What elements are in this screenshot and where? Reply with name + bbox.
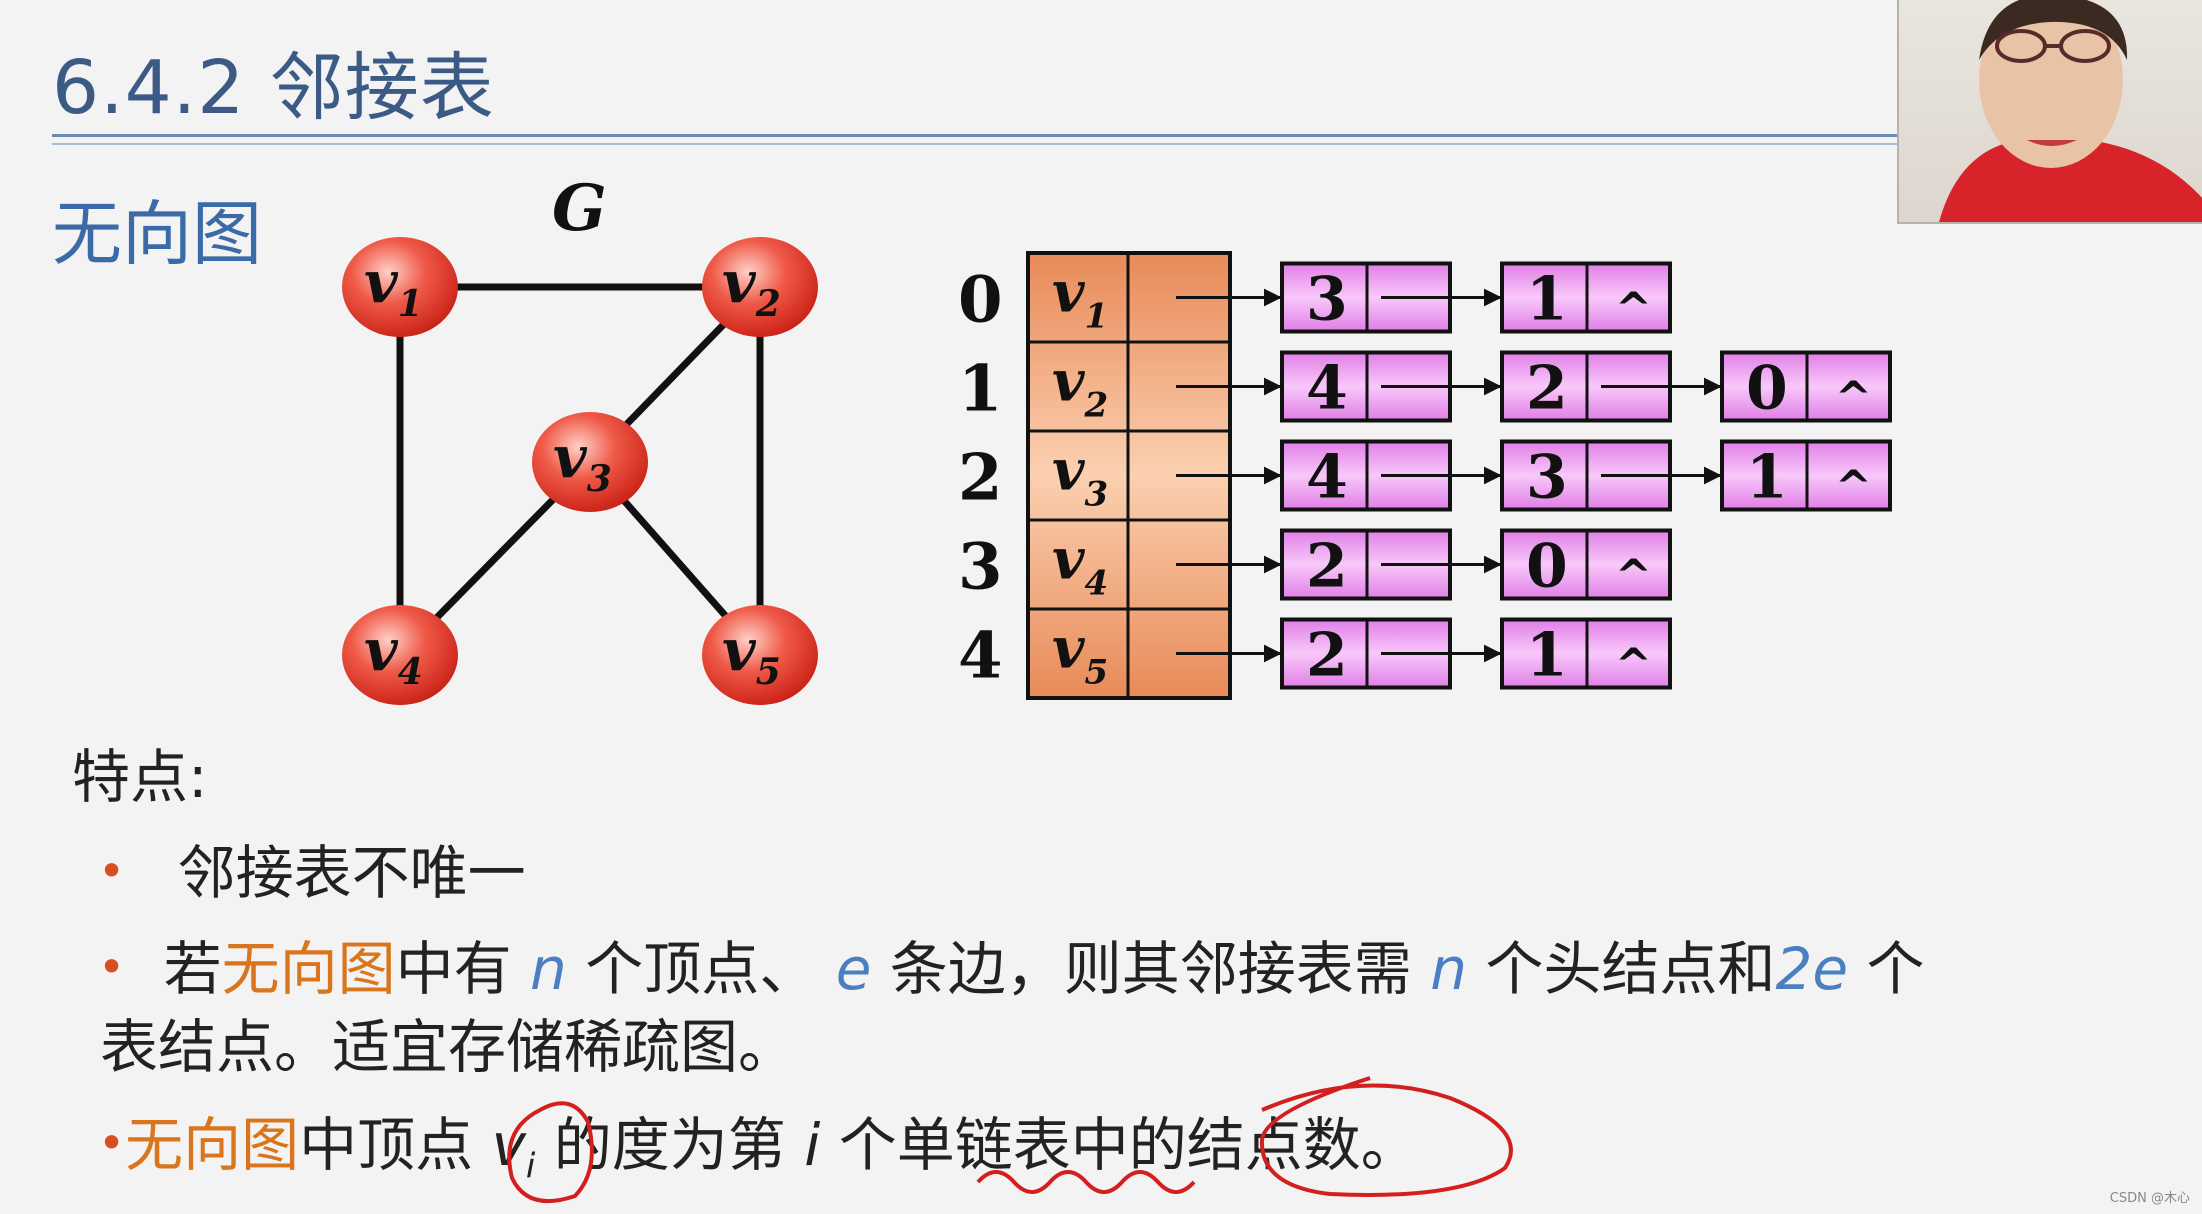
list-node-value: 0	[1526, 532, 1568, 602]
svg-text:v4: v4	[364, 616, 423, 693]
presenter-webcam	[1897, 0, 2202, 224]
feature-item-2-2e: 2e	[1775, 935, 1849, 1003]
list-node-value: 4	[1306, 354, 1348, 424]
list-node-value: 4	[1306, 443, 1348, 513]
title-divider	[52, 134, 1897, 137]
list-node-value: 2	[1306, 621, 1348, 691]
vertex-v4: v4	[342, 605, 458, 705]
feature-item-3-part2: 中顶点	[299, 1111, 492, 1179]
row-index-label: 1	[958, 352, 1003, 427]
svg-text:v3: v3	[553, 423, 612, 500]
list-node-value: 3	[1526, 443, 1568, 513]
list-node-value: 1	[1526, 265, 1568, 335]
graph-label: G	[552, 171, 607, 246]
row-index-label: 2	[958, 441, 1003, 516]
null-pointer-symbol: ^	[1615, 284, 1652, 335]
null-pointer-symbol: ^	[1835, 373, 1872, 424]
annotation-circle-vi	[507, 1101, 594, 1204]
feature-item-2-highlight: 无向图	[221, 935, 396, 1003]
head-node-vertex: v4	[1052, 527, 1108, 604]
list-node-value: 2	[1526, 354, 1568, 424]
feature-item-2-line2: 表结点。适宜存储稀疏图。	[100, 1013, 797, 1081]
adjacency-list: 0 v1 3 1 ^ 1 v2 4 2 0 ^ 2 v3 4 3 1 ^ 3 v4 2 0 ^ 4 v5 2 1 ^	[958, 251, 1892, 700]
bullet-icon: •	[98, 1116, 126, 1170]
feature-item-3-part4: 个单链表中的结点数。	[820, 1111, 1419, 1179]
graph-and-adjacency-diagram: G v1 v2 v3 v4 v5 0 v1 3 1 ^ 1 v2 4 2 0 ^ 2 v3 4 3 1 ^ 3 v4…	[342, 171, 1892, 705]
feature-item-3-highlight: 无向图	[125, 1111, 300, 1179]
section-label: 无向图	[52, 193, 262, 275]
feature-item-2: • 若无向图中有 n 个顶点、 e 条边，则其邻接表需 n 个头结点和2e 个	[98, 922, 1924, 1006]
svg-text:v1: v1	[364, 248, 423, 325]
page-title: 6.4.2 邻接表	[52, 45, 495, 131]
features-heading: 特点:	[72, 743, 208, 811]
feature-item-2-n2: n	[1430, 935, 1468, 1003]
vertex-v5: v5	[702, 605, 818, 705]
feature-item-1: • 邻接表不唯一	[98, 826, 526, 910]
watermark: CSDN @木心	[2109, 1191, 2190, 1206]
feature-item-2-n: n	[530, 935, 567, 1003]
bullet-icon: •	[98, 844, 126, 898]
row-index-label: 0	[958, 263, 1003, 338]
vertex-v1: v1	[342, 237, 458, 337]
null-pointer-symbol: ^	[1615, 551, 1652, 602]
title-divider-secondary	[52, 143, 1897, 145]
feature-item-2-part7: 个	[1848, 935, 1925, 1003]
annotation-circle-nodecount	[1259, 1076, 1513, 1197]
row-index-label: 4	[958, 619, 1003, 694]
feature-item-2-part1: 若	[163, 935, 222, 1003]
presenter-image	[1939, 0, 2202, 222]
head-node-vertex: v1	[1052, 260, 1108, 337]
null-pointer-symbol: ^	[1615, 640, 1652, 691]
head-node-vertex: v2	[1052, 349, 1108, 426]
feature-item-2-part4: 个顶点、	[566, 935, 836, 1003]
feature-item-3: •无向图中顶点 vi 的度为第 i 个单链表中的结点数。	[98, 1098, 1419, 1187]
row-index-label: 3	[958, 530, 1003, 605]
bullet-icon: •	[98, 940, 126, 994]
list-node-value: 1	[1526, 621, 1568, 691]
svg-text:v2: v2	[722, 248, 781, 325]
feature-item-1-text: 邻接表不唯一	[177, 839, 526, 907]
list-node-value: 3	[1306, 265, 1348, 335]
list-node-value: 0	[1746, 354, 1788, 424]
head-node-vertex: v5	[1052, 616, 1108, 693]
feature-item-2-e: e	[835, 935, 872, 1003]
null-pointer-symbol: ^	[1835, 462, 1872, 513]
vertex-v3: v3	[532, 412, 648, 512]
annotation-underline	[976, 1170, 1196, 1194]
list-node-value: 1	[1746, 443, 1788, 513]
feature-item-2-part3: 中有	[395, 935, 531, 1003]
svg-text:v5: v5	[722, 616, 781, 693]
head-node-vertex: v3	[1052, 438, 1108, 515]
feature-item-3-i: i	[804, 1111, 821, 1179]
vertex-v2: v2	[702, 237, 818, 337]
list-node-value: 2	[1306, 532, 1348, 602]
feature-item-2-part5: 条边，则其邻接表需	[871, 935, 1431, 1003]
feature-item-2-part6: 个头结点和	[1467, 935, 1776, 1003]
